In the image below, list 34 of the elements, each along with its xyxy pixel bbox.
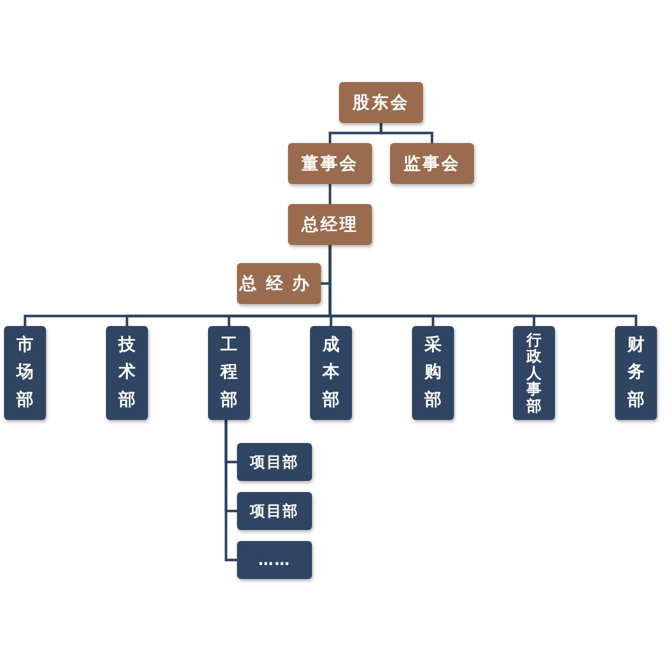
unit-name: 总经办: [239, 273, 319, 295]
unit-name: 项目部: [250, 452, 299, 472]
connector-line: [224, 420, 237, 562]
connector-line: [380, 123, 434, 143]
department-box: [513, 326, 555, 420]
connector-line: [328, 245, 638, 326]
department-box: [310, 326, 352, 420]
unit-name: 采购部: [424, 334, 442, 412]
unit-name: 市场部: [16, 334, 34, 412]
leadership-box: [339, 82, 423, 123]
unit-name: ……: [258, 551, 291, 569]
department-box: [106, 326, 148, 420]
unit-name: 股东会: [352, 92, 410, 114]
unit-name: 总经理: [301, 214, 359, 236]
department-box: [208, 326, 250, 420]
unit-name: 工程部: [220, 334, 238, 412]
unit-name: 成本部: [322, 334, 340, 412]
leadership-box: [288, 204, 372, 245]
unit-name: 财务部: [628, 334, 644, 412]
department-box: [237, 443, 312, 481]
leadership-box: [237, 263, 321, 304]
unit-name: 行政人事部: [526, 332, 542, 414]
department-box: [412, 326, 454, 420]
leadership-box: [288, 143, 372, 184]
unit-name: 技术部: [118, 334, 136, 412]
unit-name: 项目部: [250, 502, 299, 520]
department-box: [237, 492, 312, 530]
department-box: [615, 326, 657, 420]
department-box: [237, 541, 312, 579]
connector-line: [328, 184, 332, 204]
unit-name: 董事会: [301, 153, 359, 175]
department-box: [4, 326, 46, 420]
unit-name: 监事会: [403, 153, 461, 175]
leadership-box: [390, 143, 474, 184]
